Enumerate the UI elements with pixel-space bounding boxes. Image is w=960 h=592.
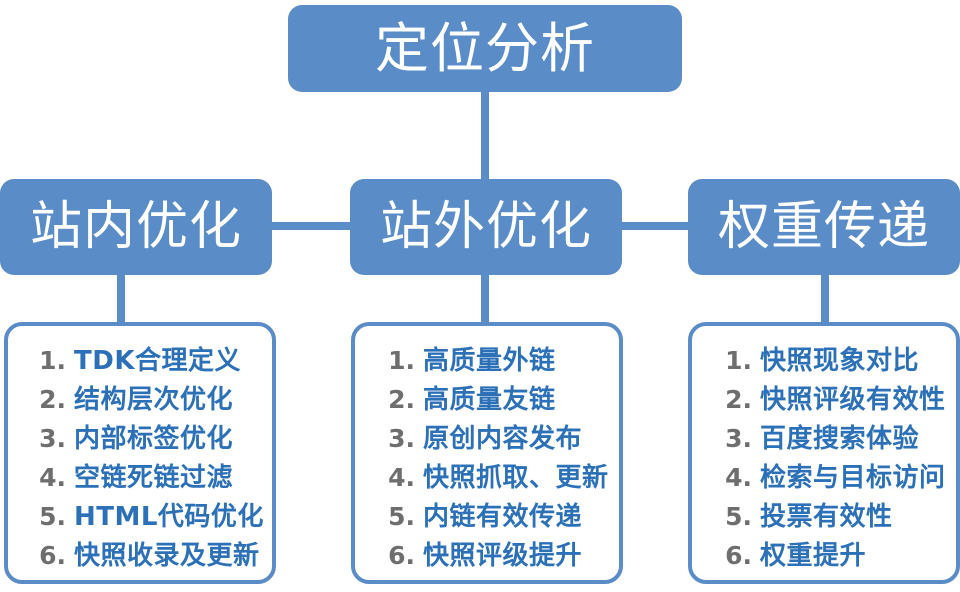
node-root-label: 定位分析	[375, 16, 595, 80]
list-weight: 1. 快照现象对比 2. 快照评级有效性 3. 百度搜索体验 4. 检索与目标访…	[692, 340, 956, 574]
node-weight-transfer[interactable]: 权重传递	[688, 179, 960, 275]
list-item-index: 6.	[388, 541, 415, 570]
list-item[interactable]: 3. 百度搜索体验	[692, 418, 956, 457]
panel-weight-transfer-items: 1. 快照现象对比 2. 快照评级有效性 3. 百度搜索体验 4. 检索与目标访…	[688, 322, 960, 584]
list-item-index: 1.	[725, 346, 752, 375]
list-item[interactable]: 2. 高质量友链	[355, 379, 619, 418]
list-item-label: TDK合理定义	[74, 346, 241, 376]
list-item-index: 1.	[39, 346, 66, 375]
node-onsite-label: 站内优化	[29, 197, 242, 257]
connector-weight-to-panel	[821, 271, 829, 327]
list-item[interactable]: 2. 结构层次优化	[8, 379, 272, 418]
list-item-index: 3.	[39, 424, 66, 453]
list-item-label: 内链有效传递	[423, 502, 583, 532]
list-item-index: 6.	[39, 541, 66, 570]
list-item-label: 快照现象对比	[760, 346, 920, 376]
connector-onsite-to-panel	[117, 271, 125, 327]
list-item-label: 结构层次优化	[74, 385, 234, 415]
list-item-label: 原创内容发布	[423, 424, 583, 454]
list-item[interactable]: 1. TDK合理定义	[8, 340, 272, 379]
list-item-index: 5.	[388, 502, 415, 531]
list-item-index: 4.	[725, 463, 752, 492]
list-item[interactable]: 6. 快照收录及更新	[8, 535, 272, 574]
list-onsite: 1. TDK合理定义 2. 结构层次优化 3. 内部标签优化 4. 空链死链过滤…	[8, 340, 272, 574]
list-item-label: 快照评级提升	[423, 541, 583, 571]
list-item-label: 投票有效性	[760, 502, 893, 532]
list-item[interactable]: 6. 快照评级提升	[355, 535, 619, 574]
list-item[interactable]: 3. 原创内容发布	[355, 418, 619, 457]
list-item-label: HTML代码优化	[74, 502, 264, 532]
list-item[interactable]: 4. 空链死链过滤	[8, 457, 272, 496]
list-offsite: 1. 高质量外链 2. 高质量友链 3. 原创内容发布 4. 快照抓取、更新 5…	[355, 340, 619, 574]
list-item[interactable]: 1. 快照现象对比	[692, 340, 956, 379]
connector-offsite-to-panel	[481, 271, 489, 327]
list-item-label: 检索与目标访问	[760, 463, 946, 493]
connector-root-to-offsite-vertical	[481, 86, 489, 186]
list-item[interactable]: 2. 快照评级有效性	[692, 379, 956, 418]
list-item-index: 2.	[388, 385, 415, 414]
panel-offsite-optimization-items: 1. 高质量外链 2. 高质量友链 3. 原创内容发布 4. 快照抓取、更新 5…	[351, 322, 623, 584]
node-root-positioning-analysis[interactable]: 定位分析	[288, 5, 682, 92]
list-item-label: 快照收录及更新	[74, 541, 260, 571]
list-item-label: 百度搜索体验	[760, 424, 920, 454]
panel-onsite-optimization-items: 1. TDK合理定义 2. 结构层次优化 3. 内部标签优化 4. 空链死链过滤…	[4, 322, 276, 584]
list-item-index: 5.	[725, 502, 752, 531]
list-item-index: 1.	[388, 346, 415, 375]
list-item-label: 空链死链过滤	[74, 463, 234, 493]
list-item-index: 3.	[725, 424, 752, 453]
list-item-label: 快照评级有效性	[760, 385, 946, 415]
list-item[interactable]: 5. 内链有效传递	[355, 496, 619, 535]
list-item-index: 4.	[388, 463, 415, 492]
list-item[interactable]: 6. 权重提升	[692, 535, 956, 574]
node-weight-label: 权重传递	[717, 197, 930, 257]
list-item-index: 2.	[725, 385, 752, 414]
list-item[interactable]: 5. HTML代码优化	[8, 496, 272, 535]
list-item-label: 高质量外链	[423, 346, 556, 376]
list-item-label: 快照抓取、更新	[423, 463, 609, 493]
list-item[interactable]: 1. 高质量外链	[355, 340, 619, 379]
list-item-label: 权重提升	[760, 541, 867, 571]
list-item-index: 3.	[388, 424, 415, 453]
list-item[interactable]: 4. 快照抓取、更新	[355, 457, 619, 496]
list-item-index: 4.	[39, 463, 66, 492]
node-onsite-optimization[interactable]: 站内优化	[0, 179, 272, 275]
list-item-index: 5.	[39, 502, 66, 531]
list-item-index: 2.	[39, 385, 66, 414]
list-item-label: 高质量友链	[423, 385, 556, 415]
node-offsite-optimization[interactable]: 站外优化	[350, 179, 622, 275]
list-item-label: 内部标签优化	[74, 424, 234, 454]
list-item-index: 6.	[725, 541, 752, 570]
list-item[interactable]: 4. 检索与目标访问	[692, 457, 956, 496]
node-offsite-label: 站外优化	[379, 197, 592, 257]
list-item[interactable]: 5. 投票有效性	[692, 496, 956, 535]
list-item[interactable]: 3. 内部标签优化	[8, 418, 272, 457]
